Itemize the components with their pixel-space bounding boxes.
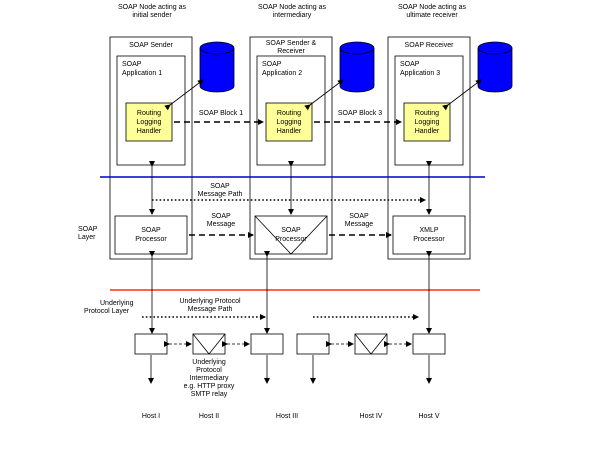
app3-label-l1: SOAP bbox=[400, 61, 420, 68]
db-connector-3 bbox=[442, 79, 482, 111]
node-title-intermediary-l2: Receiver bbox=[277, 48, 305, 55]
handler2-l1: Routing bbox=[277, 110, 301, 117]
host-label-2: Host II bbox=[199, 413, 219, 420]
host-2-mark-r bbox=[208, 333, 226, 355]
top-label-ultimate-l2: ultimate receiver bbox=[406, 12, 458, 19]
handler1-l3: Handler bbox=[137, 128, 162, 135]
app3-label-l2: Application 3 bbox=[400, 70, 440, 77]
app2-label-l1: SOAP bbox=[262, 61, 282, 68]
xmlp-processor bbox=[392, 215, 466, 255]
handler2-l2: Logging bbox=[277, 119, 302, 126]
host-2-box bbox=[192, 333, 226, 355]
soap-processor-1 bbox=[114, 215, 188, 255]
intermediary-note-l1: Underlying bbox=[192, 359, 226, 366]
intermediary-note-l3: Intermediary bbox=[190, 375, 229, 382]
soap-message-2-l1: SOAP bbox=[349, 213, 369, 220]
host-3-box bbox=[250, 333, 284, 355]
soap-layer-label-l2: Layer bbox=[78, 234, 96, 241]
db-connector-2 bbox=[304, 79, 344, 111]
soap-block-3-label: SOAP Block 3 bbox=[338, 110, 382, 117]
database-icon-2 bbox=[339, 41, 375, 93]
soap-processor-2 bbox=[254, 215, 328, 255]
processor2-intermediary-mark bbox=[254, 215, 328, 255]
processor2-l1: SOAP bbox=[281, 227, 301, 234]
handler1-l2: Logging bbox=[137, 119, 162, 126]
top-label-intermediary-l1: SOAP Node acting as bbox=[258, 4, 326, 11]
db-connector-1 bbox=[164, 79, 204, 111]
app2-label-l2: Application 2 bbox=[262, 70, 302, 77]
intermediary-note-l4: e.g. HTTP proxy bbox=[184, 383, 235, 390]
soap-layer-label-l1: SOAP bbox=[78, 226, 98, 233]
handler2-l3: Handler bbox=[277, 128, 302, 135]
message-path-label-l2: Message Path bbox=[198, 191, 243, 198]
underlying-path-label-l1: Underlying Protocol bbox=[179, 298, 241, 305]
handler3-l1: Routing bbox=[415, 110, 439, 117]
soap-block-1-label: SOAP Block 1 bbox=[199, 110, 243, 117]
host-label-1: Host I bbox=[142, 413, 160, 420]
soap-message-2-l2: Message bbox=[345, 221, 374, 228]
top-label-ultimate-l1: SOAP Node acting as bbox=[398, 4, 466, 11]
host-4-box bbox=[354, 333, 388, 355]
processor2-l2: Processor bbox=[275, 236, 307, 243]
database-icon-3 bbox=[477, 41, 513, 93]
host-label-5: Host V bbox=[418, 413, 439, 420]
host-2-mark-l bbox=[192, 333, 210, 355]
node-title-sender: SOAP Sender bbox=[129, 42, 174, 49]
top-label-initial-l2: initial sender bbox=[132, 12, 172, 19]
handler3-l3: Handler bbox=[415, 128, 440, 135]
node-title-receiver: SOAP Receiver bbox=[405, 42, 455, 49]
host-4-mark-r bbox=[370, 333, 388, 355]
underlying-layer-label-l2: Protocol Layer bbox=[84, 308, 130, 315]
host-label-3: Host III bbox=[276, 413, 298, 420]
soap-message-1-l1: SOAP bbox=[211, 213, 231, 220]
processor1-l1: SOAP bbox=[141, 227, 161, 234]
underlying-layer-label-l1: Underlying bbox=[100, 300, 134, 307]
app1-label-l2: Application 1 bbox=[122, 70, 162, 77]
intermediary-note-l2: Protocol bbox=[196, 367, 222, 374]
underlying-path-label-l2: Message Path bbox=[188, 306, 233, 313]
top-label-intermediary-l2: intermediary bbox=[273, 12, 312, 19]
handler1-l1: Routing bbox=[137, 110, 161, 117]
app1-label-l1: SOAP bbox=[122, 61, 142, 68]
processor3-l1: XMLP bbox=[419, 227, 438, 234]
handler3-l2: Logging bbox=[415, 119, 440, 126]
host-4a-box bbox=[296, 333, 330, 355]
message-path-label-l1: SOAP bbox=[210, 183, 230, 190]
intermediary-note-l5: SMTP relay bbox=[191, 391, 228, 398]
database-icon-1 bbox=[199, 41, 235, 93]
host-label-4: Host IV bbox=[360, 413, 383, 420]
host-5-box bbox=[412, 333, 446, 355]
top-label-initial-l1: SOAP Node acting as bbox=[118, 4, 186, 11]
host-4-mark-l bbox=[354, 333, 372, 355]
host-1-box bbox=[134, 333, 168, 355]
node-title-intermediary-l1: SOAP Sender & bbox=[266, 40, 317, 47]
processor3-l2: Processor bbox=[413, 236, 445, 243]
soap-message-1-l2: Message bbox=[207, 221, 236, 228]
processor1-l2: Processor bbox=[135, 236, 167, 243]
